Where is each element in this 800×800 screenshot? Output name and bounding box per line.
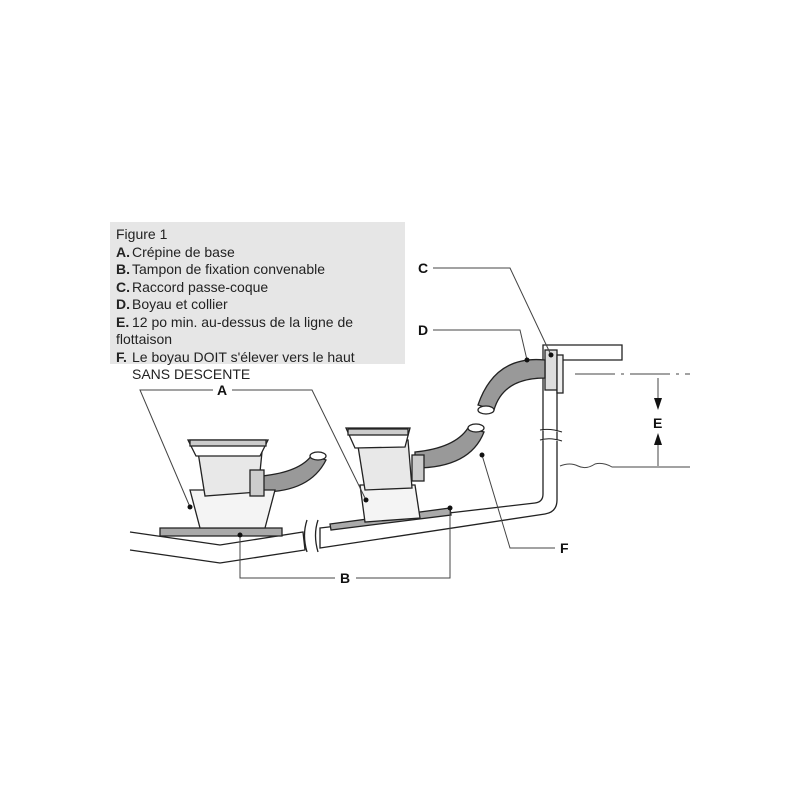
legend-title: Figure 1 (116, 226, 168, 242)
legend-item-a: A.Crépine de base (116, 243, 235, 260)
callout-f: F (560, 540, 569, 556)
hose-upper (477, 358, 546, 411)
hose-left (261, 454, 327, 493)
mounting-pad-left (159, 527, 283, 537)
arrow-down-icon (654, 398, 662, 410)
legend-item-f-cont: SANS DESCENTE (132, 366, 251, 382)
arrow-up-icon (654, 433, 662, 445)
legend-item-c: C.Raccord passe-coque (116, 278, 269, 295)
callout-a: A (217, 382, 227, 398)
callout-c: C (418, 260, 428, 276)
callout-e: E (653, 415, 662, 431)
callout-d: D (418, 322, 428, 338)
hose-right (414, 427, 485, 469)
hull-left (129, 531, 306, 564)
legend-item-e: E.12 po min. au-dessus de la ligne de fl… (116, 313, 354, 348)
figure-legend: Figure 1 A.Crépine de base B.Tampon de f… (110, 222, 405, 382)
callout-b: B (340, 570, 350, 586)
legend-item-d: D.Boyau et collier (116, 296, 228, 312)
legend-item-b: B.Tampon de fixation convenable (116, 261, 326, 277)
pump-left (186, 439, 276, 529)
hull-right (319, 344, 623, 549)
pump-right (344, 427, 425, 523)
legend-item-f: F.Le boyau DOIT s'élever vers le haut (116, 348, 355, 365)
